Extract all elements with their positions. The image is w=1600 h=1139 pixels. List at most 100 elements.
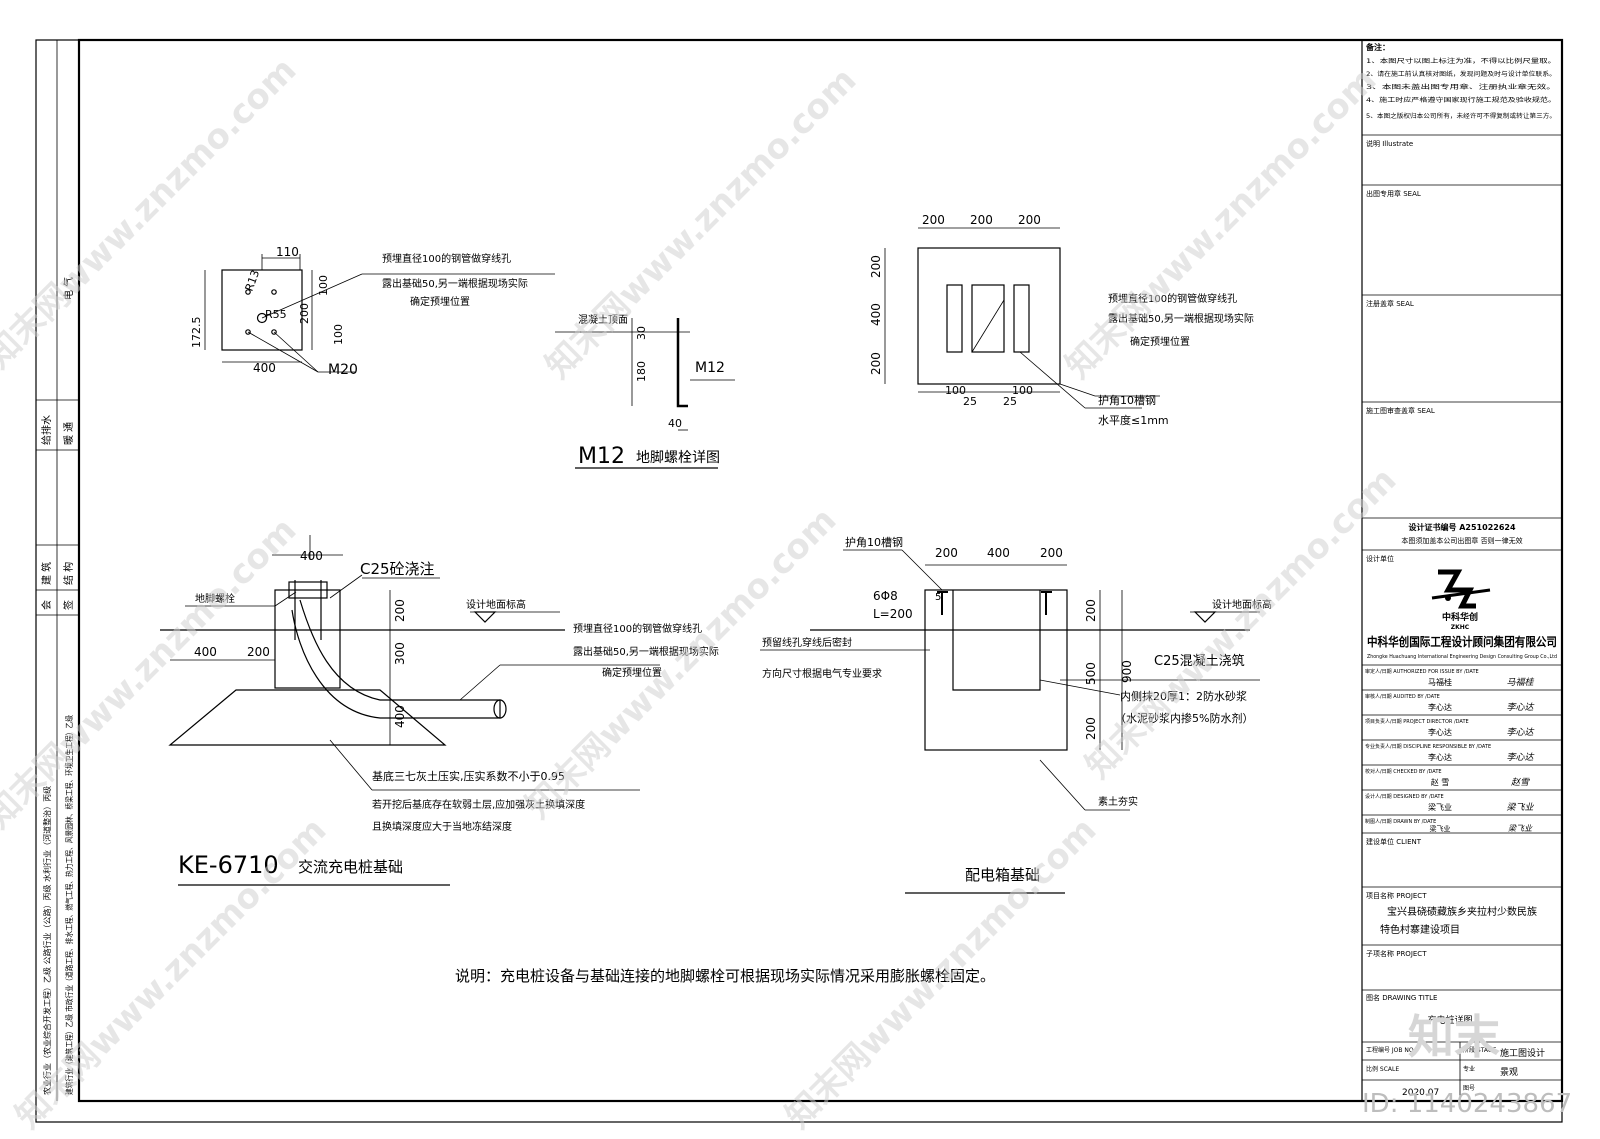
- seal-1-label: 出图专用章 SEAL: [1366, 189, 1421, 198]
- detail-box-plan: 200 200 200 200 400 200 100 25 25 100 护角…: [869, 213, 1254, 427]
- design-unit-label: 设计单位: [1366, 554, 1394, 563]
- dim-top-1: 200: [922, 213, 945, 227]
- sec-channel: 护角10槽钢: [845, 535, 903, 549]
- dim-110: 110: [276, 245, 299, 259]
- pile-dim-top: 400: [300, 549, 323, 563]
- sec-rebar-1: 6Φ8: [873, 589, 898, 603]
- box-plan-note-3: 确定预埋位置: [1130, 335, 1190, 348]
- dim-left-3: 200: [869, 352, 883, 375]
- dim-b-25b: 25: [1003, 395, 1017, 408]
- sec-rebar-2: L=200: [873, 607, 913, 621]
- project-name-1: 宝兴县硗碛藏族乡夹拉村少数民族: [1387, 905, 1537, 918]
- watermark-text: 知末网www.znzmo.com: [518, 500, 844, 826]
- pile-base-2: 若开挖后基底存在软弱土层,应加强灰土换填深度: [372, 798, 585, 811]
- role-label: 审核人/日期 AUDITED BY /DATE: [1365, 693, 1440, 700]
- sec-note-1: 预留线孔穿线后密封: [762, 636, 852, 649]
- role-name: 李心达: [1428, 727, 1452, 737]
- dim-100-top: 100: [317, 275, 330, 296]
- level-label: 水平度≤1mm: [1098, 413, 1169, 427]
- pile-base-1: 基底三七灰土压实,压实系数不小于0.95: [372, 769, 565, 783]
- role-name: 马福桂: [1428, 677, 1452, 687]
- dim-180: 180: [635, 361, 648, 382]
- role-label: 校对人/日期 CHECKED BY /DATE: [1365, 768, 1442, 775]
- detail-pile-foundation: 400 C25砼浇注 地脚螺栓 设计地面标高 400 200 200 300 4…: [160, 535, 719, 886]
- role-label: 审定人/日期 AUTHORIZED FOR ISSUE BY /DATE: [1365, 668, 1479, 675]
- channel-label-plan: 护角10槽钢: [1098, 393, 1156, 407]
- sec-title-text: 配电箱基础: [965, 866, 1040, 884]
- role-name: 李心达: [1428, 752, 1452, 762]
- pile-anchor: 地脚螺栓: [195, 592, 235, 605]
- dim-40: 40: [668, 417, 682, 430]
- dim-b-100a: 100: [945, 384, 966, 397]
- role-label: 设计人/日期 DESIGNED BY /DATE: [1365, 793, 1444, 800]
- dim-top-2: 200: [970, 213, 993, 227]
- watermark-text: 知末网www.znzmo.com: [1058, 60, 1384, 386]
- discipline-value: 景观: [1500, 1067, 1518, 1078]
- anchor-note-1: 预埋直径100的钢管做穿线孔: [382, 252, 511, 265]
- pile-concrete: C25砼浇注: [360, 560, 435, 578]
- m12-title-code: M12: [578, 444, 625, 469]
- role-label: 专业负责人/日期 DISCIPLINE RESPONSIBLE BY /DATE: [1365, 743, 1491, 750]
- watermark-text: 知末网www.znzmo.com: [1078, 460, 1404, 786]
- watermark-id: ID: 1140243867: [1362, 1089, 1572, 1119]
- pile-dim-400: 400: [194, 645, 217, 659]
- role-signature: 梁飞业: [1506, 802, 1534, 813]
- pile-note-1: 预埋直径100的钢管做穿线孔: [573, 622, 702, 635]
- role-signature: 李心达: [1506, 727, 1534, 738]
- strip-architecture: 建 筑: [40, 562, 53, 585]
- pile-dim-v200: 200: [393, 599, 407, 622]
- outer-frame: [35, 39, 1563, 1123]
- note-1: 1、本图尺寸以图上标注为准，不得以比例尺量取。: [1366, 57, 1556, 65]
- pile-ground: 设计地面标高: [466, 598, 526, 611]
- role-name: 梁飞业: [1428, 802, 1452, 812]
- note-2: 2、请在施工前认真核对图纸，发现问题及时与设计单位联系。: [1366, 70, 1556, 78]
- project-label: 项目名称 PROJECT: [1366, 891, 1427, 900]
- role-signature: 马福桂: [1506, 677, 1534, 688]
- bottom-note: 说明：充电桩设备与基础连接的地脚螺栓可根据现场实际情况采用膨胀螺栓固定。: [455, 967, 995, 985]
- detail-box-section: 200 400 200 护角10槽钢 6Φ8 L=200 5 设计地面标高 20…: [760, 535, 1272, 894]
- sec-dim-v500: 500: [1084, 662, 1098, 685]
- anchor-note-2: 露出基础50,另一端根据现场实际: [382, 277, 528, 290]
- sec-dim-v900: 900: [1120, 660, 1134, 683]
- note-4: 4、施工时应严格遵守国家现行施工规范及验收规范。: [1366, 96, 1556, 104]
- roles-table: 审定人/日期 AUTHORIZED FOR ISSUE BY /DATE 马福桂…: [1365, 668, 1534, 833]
- role-signature: 梁飞业: [1508, 824, 1533, 833]
- strip-qualification-1: 农业行业（农业综合开发工程）乙级 公路行业（公路）丙级 水利行业（河道整治）丙级: [42, 786, 52, 1095]
- pile-dim-200: 200: [247, 645, 270, 659]
- sec-soil: 素土夯实: [1098, 795, 1138, 808]
- dim-100-bottom: 100: [332, 324, 345, 345]
- m12-title-text: 地脚螺栓详图: [636, 450, 720, 466]
- strip-plumbing: 给排水: [40, 415, 53, 445]
- seal-3-label: 施工图审查盖章 SEAL: [1366, 406, 1435, 415]
- drawing-title: 充电桩详图: [1427, 1014, 1472, 1026]
- date-value: 2020.07: [1402, 1088, 1439, 1098]
- detail-anchor-plan: 110 R13 R55 100 200 100 172.5 400 M20 预埋…: [190, 245, 555, 378]
- sec-concrete: C25混凝土浇筑: [1154, 653, 1245, 669]
- cert-sub: 本图须加盖本公司出图章 否则一律无效: [1401, 536, 1522, 545]
- role-signature: 李心达: [1506, 752, 1534, 763]
- dim-r55: R55: [265, 308, 287, 321]
- project-name-2: 特色村寨建设项目: [1380, 923, 1460, 936]
- sheet-label: 图号: [1463, 1085, 1475, 1092]
- job-no-label: 工程编号 JOB NO.: [1366, 1046, 1415, 1054]
- sec-plaster-1: 内侧抹20厚1：2防水砂浆: [1120, 689, 1247, 703]
- drawing-title-label: 图名 DRAWING TITLE: [1366, 993, 1437, 1002]
- strip-electric: 电 气: [62, 277, 75, 300]
- dim-b-25a: 25: [963, 395, 977, 408]
- dim-top-3: 200: [1018, 213, 1041, 227]
- role-name: 赵 雪: [1431, 777, 1450, 787]
- sec-note-2: 方向尺寸根据电气专业要求: [762, 667, 882, 680]
- watermark-text: 知末网www.znzmo.com: [538, 60, 864, 386]
- label-concrete-top: 混凝土顶面: [578, 313, 628, 326]
- pile-base-3: 且换填深度应大于当地冻结深度: [372, 820, 512, 833]
- subproject-label: 子项名称 PROJECT: [1366, 949, 1427, 958]
- logo-en: ZKHC: [1451, 624, 1470, 631]
- company-name-cn: 中科华创国际工程设计顾问集团有限公司: [1367, 634, 1557, 649]
- seal-2-label: 注册盖章 SEAL: [1366, 299, 1414, 308]
- sec-dim-400: 400: [987, 546, 1010, 560]
- illustrate-label: 说明 Illustrate: [1366, 139, 1413, 148]
- dim-r13: R13: [243, 268, 263, 293]
- strip-hvac: 暖 通: [62, 422, 75, 445]
- stage-value: 施工图设计: [1500, 1047, 1545, 1059]
